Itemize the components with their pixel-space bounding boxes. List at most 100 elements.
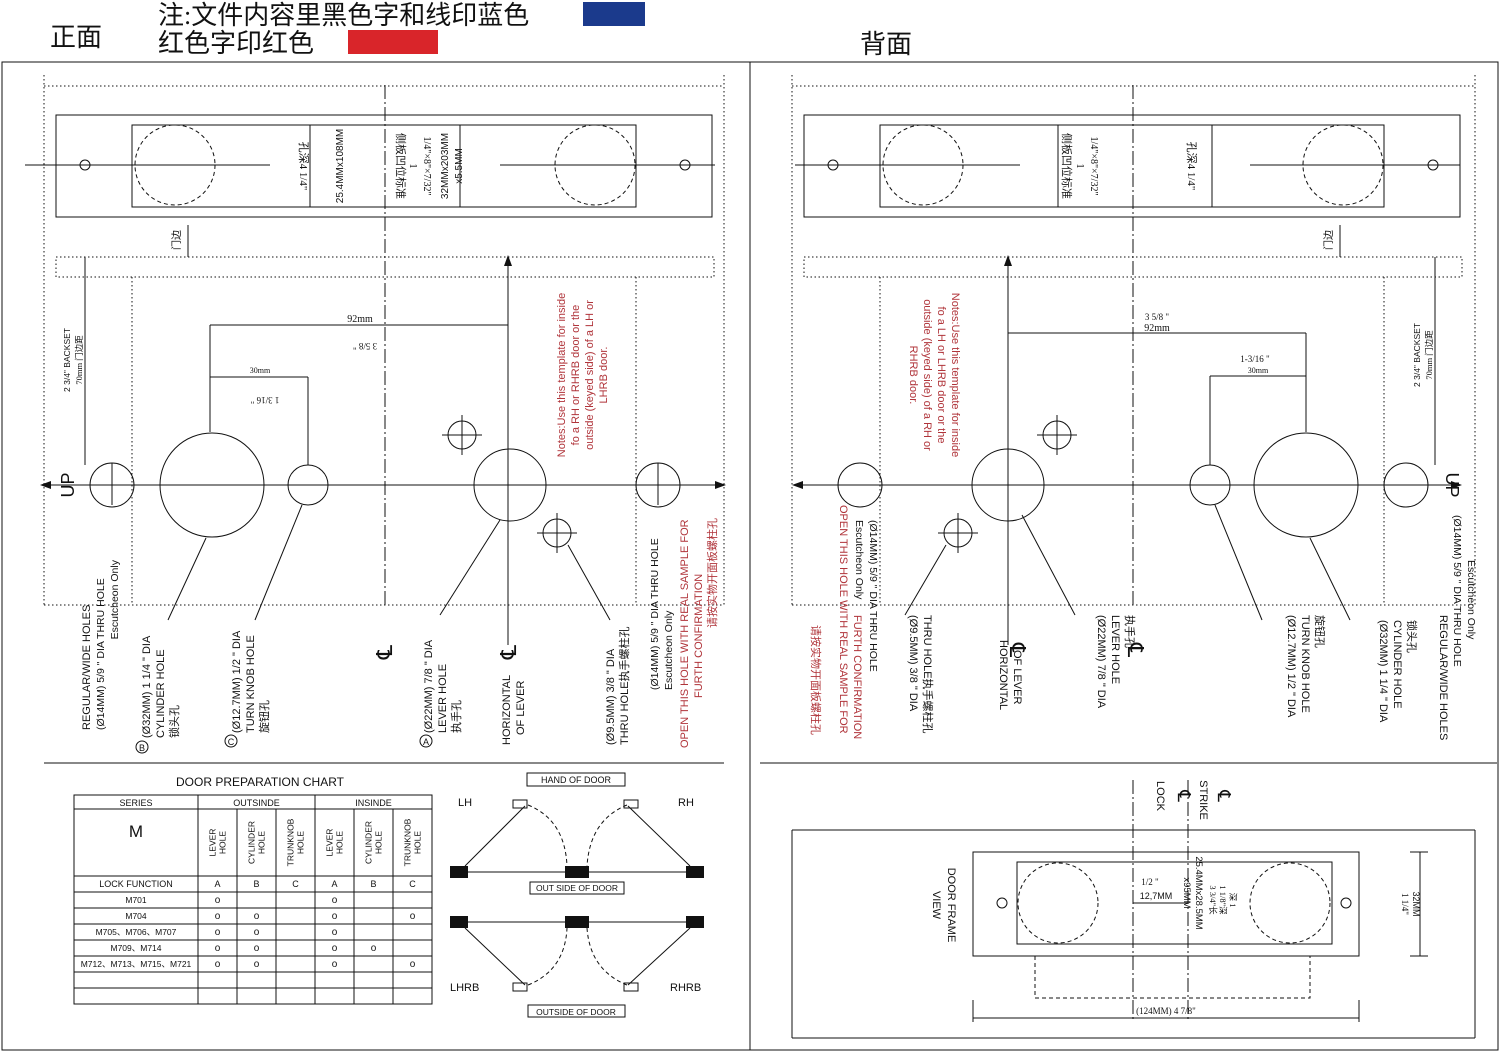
back-door-edge: 门边 — [1322, 230, 1335, 250]
hand-title: HAND OF DOOR — [541, 775, 612, 785]
front-dim-1316: 1 3/16 " — [250, 395, 279, 405]
table-cell-mark: o — [215, 895, 221, 906]
front-es-label1: (Ø14MM) 5/9 " DIA THRU HOLE — [649, 538, 661, 690]
front-a-letter: A — [423, 737, 429, 747]
back-note-red-3: outside (keyed side) of a RH or — [921, 299, 933, 451]
svg-text:℄: ℄ — [372, 644, 397, 660]
col-head: CYLINDER — [247, 821, 257, 864]
back-tk-label2: TURN KNOB HOLE — [1299, 615, 1311, 713]
hand-of-door: HAND OF DOOR LH RH LHRB RHRB OUT SIDE OF… — [450, 772, 704, 1018]
table-cell-mark: o — [215, 911, 221, 922]
head-series: SERIES — [119, 798, 152, 808]
front-side-one: 1 — [407, 164, 418, 169]
head-inside: INSINDE — [355, 798, 392, 808]
back-note-red-1: Notes:Use this template for inside — [949, 293, 961, 457]
table-border — [73, 794, 433, 1005]
back-tk-label3: 旋钮孔 — [1313, 615, 1327, 648]
back-plate-depth: 孔深4 1/4" — [1185, 142, 1198, 191]
blue-swatch — [583, 2, 645, 26]
front-side-size-mm: 32MMx203MM — [440, 133, 451, 199]
front-th-label1: (Ø9.5MM) 3/8 " DIA — [605, 648, 617, 745]
col-head: TRUNKNOB — [403, 818, 413, 866]
function-letter: A — [331, 879, 337, 889]
function-letter: B — [370, 879, 376, 889]
table-row-model: M709、M714 — [110, 943, 161, 953]
col-head: LEVER — [325, 829, 335, 857]
col-head: HOLE — [335, 831, 345, 854]
back-side-size-in: 1/4"×8"×7/32" — [1088, 136, 1099, 195]
back-reg-label1: REGULAR/WIDE HOLES — [1437, 615, 1449, 740]
front-side-size-in: 1/4"×8"×7/32" — [421, 136, 432, 195]
front-label: 正面 — [50, 23, 102, 52]
back-lv-label3: 执手孔 — [1123, 615, 1137, 648]
back-side-slot: 侧板凹位标准 — [1060, 133, 1074, 199]
front-template: 孔深4 1/4" 25.4MMx108MM 侧板凹位标准 1 1/4"×8"×7… — [1, 61, 751, 1051]
back-backset: 2 3/4" BACKSET — [1412, 323, 1422, 387]
back-template: 孔深4 1/4" 侧板凹位标准 1 1/4"×8"×7/32" 门边 2 3/4… — [749, 61, 1499, 1051]
back-es-label2: Escutcheon Only — [853, 520, 865, 600]
back-faceplate-inner — [879, 124, 1385, 208]
back-th-label1: (Ø9.5MM) 3/8 " DIA — [907, 615, 919, 712]
table-cell-mark: o — [254, 911, 260, 922]
front-border — [1, 61, 751, 1051]
faceplate-outline — [55, 114, 713, 218]
back-faceplate-outline — [803, 114, 1461, 218]
back-label: 背面 — [860, 30, 912, 59]
hand-lhrb: LHRB — [450, 982, 479, 994]
front-dim-358: 3 5/8 " — [353, 341, 378, 351]
table-row-model: M701 — [125, 895, 147, 905]
front-note-red-3: outside (keyed side) of a LH or — [584, 300, 596, 450]
back-dim-358: 3 5/8 " — [1145, 312, 1170, 322]
col-head: HOLE — [374, 831, 384, 854]
col-head: TRUNKNOB — [286, 818, 296, 866]
function-letter: C — [292, 879, 299, 889]
head-outside: OUTSINDE — [233, 798, 280, 808]
front-note-red-2: fo a RH or RHRB door or the — [570, 305, 582, 446]
back-side-one: 1 — [1074, 164, 1085, 169]
table-cell-mark: o — [215, 959, 221, 970]
svg-text:℄: ℄ — [496, 644, 521, 660]
back-dim-1316: 1-3/16 " — [1240, 354, 1270, 364]
front-reg-label1: REGULAR/WIDE HOLES — [81, 605, 93, 730]
front-es-label2: Escutcheon Only — [663, 610, 675, 690]
front-c-letter: C — [228, 737, 235, 747]
back-up-label: UP — [1442, 472, 1462, 497]
front-lv-label2: LEVER HOLE — [437, 664, 449, 733]
front-dim-92: 92mm — [347, 314, 373, 325]
back-open-red2: FURTH CONFIRMATION — [851, 615, 863, 739]
front-note-red-1: Notes:Use this template for inside — [556, 293, 568, 457]
front-cyl-label3: 锁头孔 — [167, 705, 181, 738]
back-half-mm: 12,7MM — [1140, 891, 1173, 901]
front-open-red3: 请按实物开面板螺柱孔 — [705, 518, 719, 628]
front-hz-label2: OF LEVER — [515, 681, 527, 735]
back-cyl-label3: 锁头孔 — [1405, 620, 1419, 653]
col-head: HOLE — [413, 831, 423, 854]
back-door-frame1: DOOR FRAME — [945, 868, 957, 943]
table-cell-mark: o — [332, 911, 338, 922]
table-cell-mark: o — [332, 943, 338, 954]
svg-text:℄: ℄ — [1005, 642, 1030, 658]
front-side-thick: x5.5MM — [454, 148, 465, 184]
front-open-red2: FURTH CONFIRMATION — [693, 574, 705, 698]
back-strike-d2: 1 1/8"深 — [1218, 885, 1228, 915]
table-row-model: M705、M706、M707 — [96, 927, 177, 937]
front-side-slot: 侧板凹位标准 — [394, 133, 408, 199]
back-tk-label1: (Ø12.7MM) 1/2 " DIA — [1285, 615, 1297, 718]
col-head: HOLE — [257, 831, 267, 854]
hand-rh: RH — [678, 797, 694, 809]
back-strike-size: 25.4MMx28.5MM — [1193, 856, 1204, 929]
front-reg-label3: Escutcheon Only — [109, 559, 121, 639]
back-es-label1: (Ø14MM) 5/9 " DIA THRU HOLE — [867, 520, 879, 672]
back-backset-mm: 70mm 门边距 — [1424, 330, 1434, 380]
back-dim-124: (124MM) 4 7/8" — [1136, 1006, 1196, 1016]
color-note-line1: 注:文件内容里黑色字和线印蓝色 — [158, 1, 529, 30]
table-row-model: M712、M713、M715、M721 — [81, 959, 192, 969]
back-reg-label3: Escutcheon Only — [1465, 560, 1477, 640]
svg-text:℄: ℄ — [1174, 789, 1194, 802]
table-cell-mark: o — [215, 943, 221, 954]
front-cyl-label1: (Ø32MM) 1 1/4 " DIA — [141, 635, 153, 738]
front-backset-mm: 70mm 门边距 — [74, 335, 84, 385]
